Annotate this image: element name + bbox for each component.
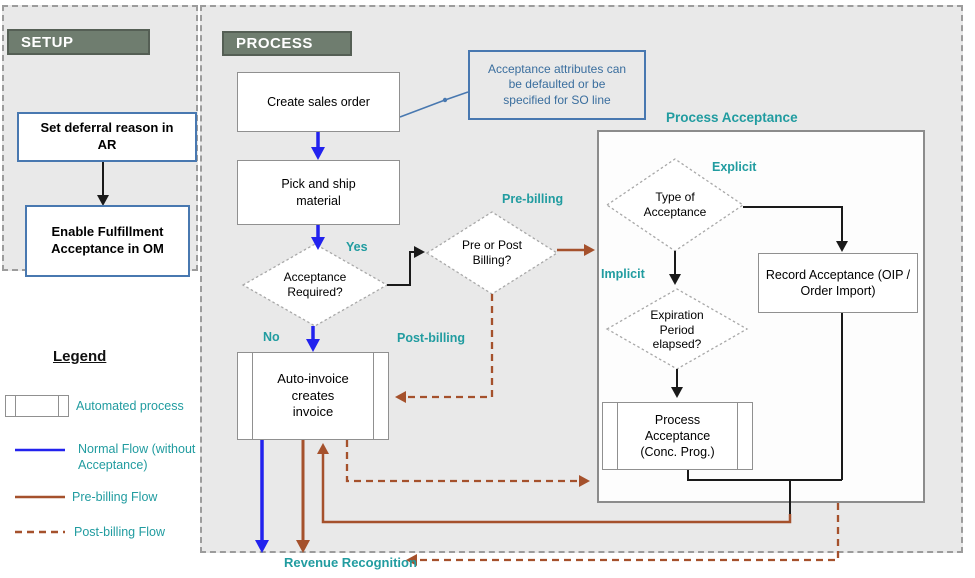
label-explicit: Explicit — [712, 160, 757, 174]
label-pre-billing: Pre-billing — [502, 192, 564, 206]
concprog-exit-line — [687, 470, 842, 481]
prebilling-arrowheads — [296, 244, 595, 553]
node-process-acceptance-cp: Process Acceptance (Conc. Prog.) — [602, 402, 753, 470]
callout-connector-dot — [442, 97, 448, 103]
legend-prebilling-label: Pre-billing Flow — [72, 490, 158, 504]
black-flow-lines — [102, 162, 843, 514]
normal-flow-arrowheads — [255, 147, 325, 553]
black-arrowheads — [97, 195, 848, 398]
callout-text: Acceptance attributes can be defaulted o… — [487, 61, 627, 107]
label-post-billing: Post-billing — [397, 331, 466, 345]
legend-automated-shape — [5, 395, 69, 417]
node-pick-and-ship: Pick and ship material — [237, 160, 400, 225]
node-auto-invoice: Auto-invoice creates invoice — [237, 352, 389, 440]
process-acceptance-title: Process Acceptance — [666, 110, 798, 125]
node-create-sales-order-label: Create sales order — [267, 94, 370, 109]
normal-flow-lines — [260, 132, 320, 541]
setup-header: SETUP — [7, 29, 150, 55]
process-header: PROCESS — [222, 31, 352, 56]
node-set-deferral: Set deferral reason in AR — [17, 112, 197, 162]
legend-normal-label: Normal Flow (without Acceptance) — [78, 442, 196, 472]
node-auto-invoice-label: Auto-invoice creates invoice — [277, 370, 349, 420]
node-enable-fulfillment: Enable Fulfillment Acceptance in OM — [25, 205, 190, 277]
legend-title: Legend — [53, 348, 107, 365]
expiration-diamond — [605, 288, 749, 370]
legend-lines — [15, 448, 65, 534]
callout-connector — [399, 91, 469, 118]
node-set-deferral-label: Set deferral reason in AR — [40, 120, 174, 152]
process-header-label: PROCESS — [236, 35, 313, 52]
diamond-type-of-acceptance-text: Type of Acceptance — [643, 190, 707, 219]
explicit-elbow-line — [743, 206, 843, 242]
postbilling-flow-lines — [345, 294, 840, 562]
diamond-acceptance-required-text: Acceptance Required? — [283, 270, 347, 299]
type-of-acceptance-diamond — [605, 158, 745, 252]
pre-or-post-diamond — [425, 211, 559, 295]
prebilling-flow-lines — [301, 248, 792, 541]
diamond-expiration-text: Expiration Period elapsed? — [650, 308, 704, 352]
postbilling-arrowheads — [395, 391, 590, 566]
node-enable-fulfillment-label: Enable Fulfillment Acceptance in OM — [51, 224, 164, 256]
diamond-pre-or-post-text: Pre or Post Billing? — [461, 238, 523, 267]
yes-elbow-line — [387, 251, 415, 286]
setup-header-label: SETUP — [21, 33, 74, 51]
node-create-sales-order: Create sales order — [237, 72, 400, 132]
callout-acceptance-attributes: Acceptance attributes can be defaulted o… — [468, 50, 646, 120]
label-implicit: Implicit — [601, 267, 645, 281]
decision-diamonds — [241, 158, 749, 370]
node-process-acceptance-cp-label: Process Acceptance (Conc. Prog.) — [640, 412, 715, 460]
label-revenue-recognition: Revenue Recognition — [284, 555, 417, 570]
label-no: No — [263, 330, 280, 344]
node-record-acceptance: Record Acceptance (OIP / Order Import) — [758, 253, 918, 313]
node-record-acceptance-label: Record Acceptance (OIP / Order Import) — [765, 267, 911, 298]
legend-postbilling-label: Post-billing Flow — [74, 525, 166, 539]
label-yes: Yes — [346, 240, 368, 254]
node-pick-and-ship-label: Pick and ship material — [281, 177, 356, 208]
legend-automated-label: Automated process — [76, 399, 184, 413]
